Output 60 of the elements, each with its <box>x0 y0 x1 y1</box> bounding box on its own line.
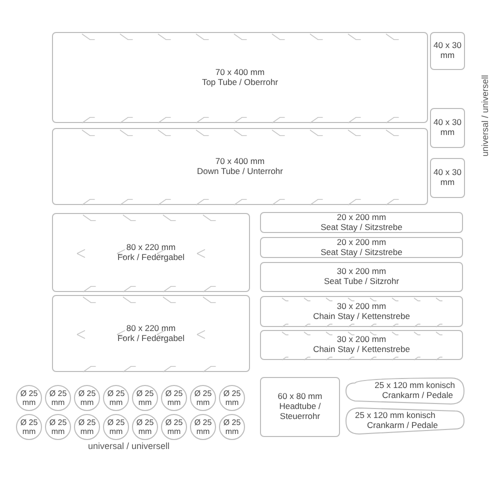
sticker-piece <box>345 407 465 435</box>
dimension-text: Ø 25 mm <box>77 388 97 408</box>
sticker-piece <box>260 296 463 327</box>
dimension-text: 70 x 400 mm <box>215 156 265 166</box>
dimension-text: Ø 25 mm <box>222 388 242 408</box>
part-name: Crankarm / Pedale <box>366 421 438 431</box>
sticker-piece <box>345 377 465 405</box>
note-text: universal / universell <box>88 441 170 451</box>
dimension-text: Ø 25 mm <box>48 418 68 436</box>
part-name: Seat Stay / Sitzstrebe <box>320 248 402 258</box>
sticker-piece <box>260 237 463 258</box>
dimension-text: Ø 25 mm <box>77 418 97 436</box>
part-name: Fork / Federgabel <box>117 252 185 262</box>
dimension-text: 70 x 400 mm <box>215 68 265 78</box>
dimension-text: Ø 25 mm <box>222 418 242 436</box>
dimension-text: 20 x 200 mm <box>336 212 386 222</box>
dimension-text: 25 x 120 mm konisch <box>374 381 455 391</box>
sticker-piece <box>430 32 465 70</box>
part-name: Chain Stay / Kettenstrebe <box>313 345 410 355</box>
dimension-text: 80 x 220 mm <box>126 242 176 252</box>
dimension-text: 30 x 200 mm <box>336 267 386 277</box>
sticker-piece <box>52 213 250 292</box>
dimension-text: Ø 25 mm <box>106 388 126 408</box>
sticker-piece <box>430 108 465 148</box>
part-name: Crankarm / Pedale <box>382 391 454 401</box>
sticker-piece <box>430 158 465 198</box>
sticker-piece <box>260 212 463 233</box>
sticker-piece <box>260 262 463 292</box>
sticker-piece <box>52 128 428 205</box>
sticker-piece <box>260 330 463 360</box>
dimension-text: Ø 25 mm <box>135 388 155 408</box>
dimension-text: Ø 25 mm <box>193 388 213 408</box>
dimension-text: Ø 25 mm <box>48 388 68 408</box>
dimension-text: 40 x 30 mm <box>432 41 462 61</box>
sticker-piece <box>52 32 428 123</box>
dimension-text: Ø 25 mm <box>135 418 155 436</box>
dimension-text: 80 x 220 mm <box>126 324 176 334</box>
dimension-text: Ø 25 mm <box>193 418 213 436</box>
dimension-text: 60 x 80 mm <box>278 392 322 402</box>
dimension-text: Ø 25 mm <box>164 388 184 408</box>
note-text: universal / universell <box>480 75 490 157</box>
sticker-piece <box>260 377 340 437</box>
part-name: Top Tube / Oberrohr <box>202 78 278 88</box>
dimension-text: 40 x 30 mm <box>432 168 462 188</box>
part-name: Headtube / Steuerrohr <box>278 402 322 422</box>
dimension-text: Ø 25 mm <box>19 418 39 436</box>
sticker-piece <box>52 295 250 372</box>
part-name: Seat Stay / Sitzstrebe <box>320 222 402 232</box>
dimension-text: Ø 25 mm <box>19 388 39 408</box>
part-name: Seat Tube / Sitzrohr <box>324 277 400 287</box>
dimension-text: 20 x 200 mm <box>336 238 386 248</box>
dimension-text: Ø 25 mm <box>106 418 126 436</box>
part-name: Down Tube / Unterrohr <box>197 166 283 176</box>
dimension-text: 25 x 120 mm konisch <box>355 411 436 421</box>
dimension-text: 40 x 30 mm <box>432 118 462 138</box>
part-name: Fork / Federgabel <box>117 334 185 344</box>
dimension-text: Ø 25 mm <box>164 418 184 436</box>
dimension-text: 30 x 200 mm <box>336 302 386 312</box>
dimension-text: 30 x 200 mm <box>336 335 386 345</box>
part-name: Chain Stay / Kettenstrebe <box>313 312 410 322</box>
